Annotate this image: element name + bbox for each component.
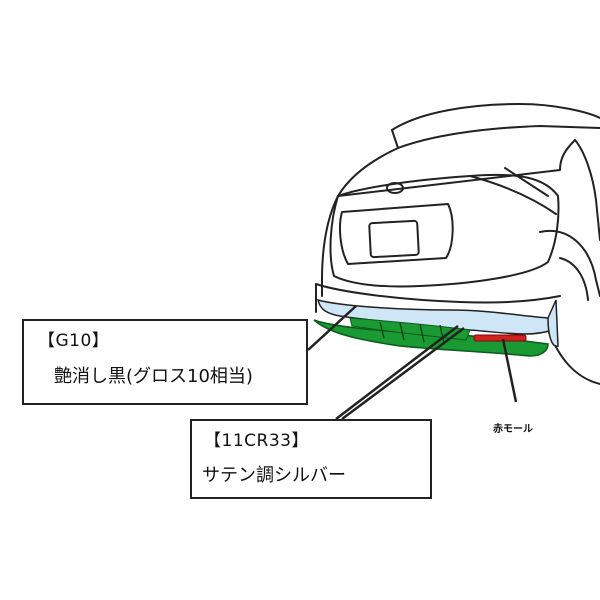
11cr33-code: 【11CR33】 [204,431,309,451]
callout-g10: 【G10】 艶消し黒(グロス10相当) [22,319,308,405]
callout-11cr33: 【11CR33】 サテン調シルバー [190,419,432,499]
body-right-side [574,139,600,241]
g10-description: 艶消し黒(グロス10相当) [54,366,253,387]
leader-line-11cr33 [335,325,459,420]
leader-line-red-molding [501,338,518,403]
wheel-arch [539,229,600,297]
bumper-upper [315,283,561,304]
body-left-side [321,195,339,297]
roof-spoiler [391,103,600,131]
silver-diffuser-area [317,298,553,335]
leader-line-g10 [307,305,357,351]
g10-code: 【G10】 [38,331,110,351]
11cr33-description: サテン調シルバー [202,465,346,486]
emblem [386,182,404,194]
rear-lamp [469,175,557,215]
license-plate-recess [339,203,454,265]
license-plate [368,219,420,259]
tailgate [329,173,560,288]
red-molding-label: 赤モール [493,424,533,435]
red-molding [473,334,527,342]
